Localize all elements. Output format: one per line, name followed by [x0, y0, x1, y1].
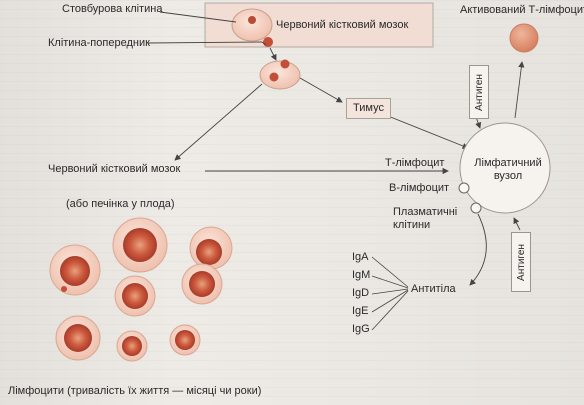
plasma-cells-label: Плазматичні клітини [393, 206, 458, 231]
lymphocyte-cell [49, 244, 101, 296]
ig-label: IgA [352, 251, 369, 263]
activated-t-lymphocyte [509, 23, 539, 53]
antibodies-label: Антитіла [411, 283, 456, 295]
lymphocyte-cell [169, 324, 201, 356]
progenitor-dot [263, 37, 273, 47]
lymphocyte-cell [112, 217, 168, 273]
plasma-cell-circle [470, 202, 482, 214]
lymphocyte-cell [116, 330, 148, 362]
b-lymphocyte-label: В-лімфоцит [389, 182, 450, 194]
lymphocyte-cell [189, 226, 233, 270]
b-lymphocyte-circle [458, 182, 470, 194]
antigen-top-box: Антиген [469, 65, 489, 119]
caption: Лімфоцити (тривалість їх життя — місяці … [8, 385, 262, 397]
fetal-liver-label: (або печінка у плода) [66, 198, 175, 210]
red-marrow-top-label: Червоний кістковий мозок [276, 19, 409, 31]
stem-cell [231, 8, 273, 42]
stem-cell-label: Стовбурова клітина [62, 3, 163, 15]
ig-label: IgG [352, 323, 370, 335]
antigen-bottom-label: Антиген [515, 243, 527, 281]
lymph-node-label: Лімфатичний вузол [474, 157, 542, 182]
antigen-bottom-box: Антиген [511, 232, 531, 292]
ig-label: IgM [352, 269, 371, 281]
lymphocyte-cell [55, 315, 101, 361]
lymphocyte-cell [114, 275, 156, 317]
progenitor-cell [259, 60, 301, 90]
antigen-top-label: Антиген [473, 73, 485, 111]
progenitor-label: Клітина-попередник [48, 37, 150, 49]
lymph-node [459, 122, 551, 214]
ig-label: IgD [352, 287, 370, 299]
lymphocytes-group [49, 217, 233, 362]
t-lymphocyte-label: Т-лімфоцит [385, 157, 445, 169]
ig-label: IgE [352, 305, 369, 317]
red-marrow-left-label: Червоний кістковий мозок [48, 163, 181, 175]
thymus-label: Тимус [346, 98, 391, 119]
activated-t-label: Активований Т-лімфоцит [460, 4, 584, 16]
lymphocyte-cell [181, 263, 223, 305]
